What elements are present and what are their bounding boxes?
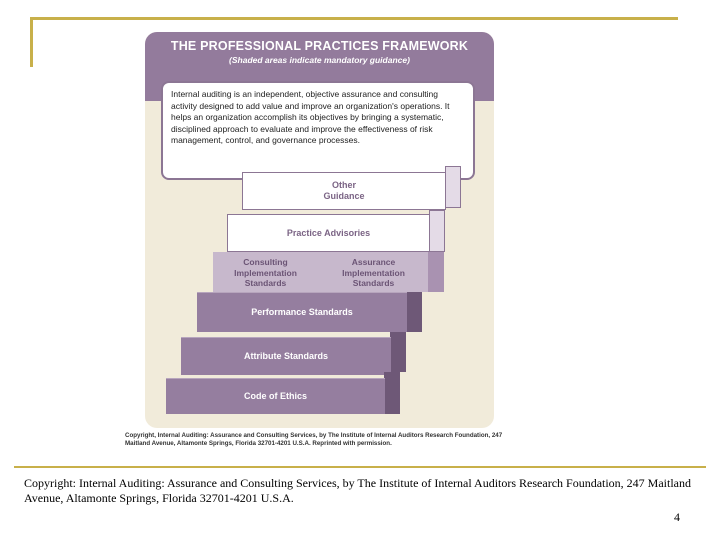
framework-title: THE PROFESSIONAL PRACTICES FRAMEWORK [170, 39, 469, 53]
step-practice-advisories: Practice Advisories [227, 214, 430, 252]
performance-side [406, 292, 422, 332]
slide-frame-top [30, 17, 678, 20]
slide-frame-left [30, 17, 33, 67]
step-practice-advisories-label: Practice Advisories [286, 227, 371, 238]
step-performance-label: Performance Standards [251, 307, 353, 317]
other-guidance-side [445, 166, 461, 208]
framework-subtitle: (Shaded areas indicate mandatory guidanc… [229, 55, 410, 65]
step-assurance-label: Assurance Implementation Standards [342, 257, 405, 288]
step-attribute-standards: Attribute Standards [181, 337, 391, 375]
slide-caption: Copyright: Internal Auditing: Assurance … [24, 476, 692, 505]
step-other-guidance: Other Guidance [242, 172, 446, 210]
ethics-side [384, 372, 400, 414]
step-other-guidance-label: Other Guidance [323, 180, 365, 201]
figure-credit: Copyright, Internal Auditing: Assurance … [125, 432, 503, 447]
step-ethics-label: Code of Ethics [243, 391, 307, 401]
page-number: 4 [674, 510, 680, 524]
step-implementation-standards: Consulting Implementation Standards Assu… [213, 252, 428, 292]
implementation-side [428, 252, 444, 292]
step-consulting-label: Consulting Implementation Standards [234, 257, 297, 288]
step-code-of-ethics: Code of Ethics [166, 378, 385, 414]
slide-divider [14, 466, 706, 468]
attribute-side [390, 332, 406, 372]
practice-advisories-side [429, 210, 445, 252]
step-attribute-label: Attribute Standards [243, 351, 328, 361]
definition-box: Internal auditing is an independent, obj… [161, 81, 475, 180]
panel-header: THE PROFESSIONAL PRACTICES FRAMEWORK (Sh… [145, 32, 494, 73]
step-performance-standards: Performance Standards [197, 292, 407, 332]
